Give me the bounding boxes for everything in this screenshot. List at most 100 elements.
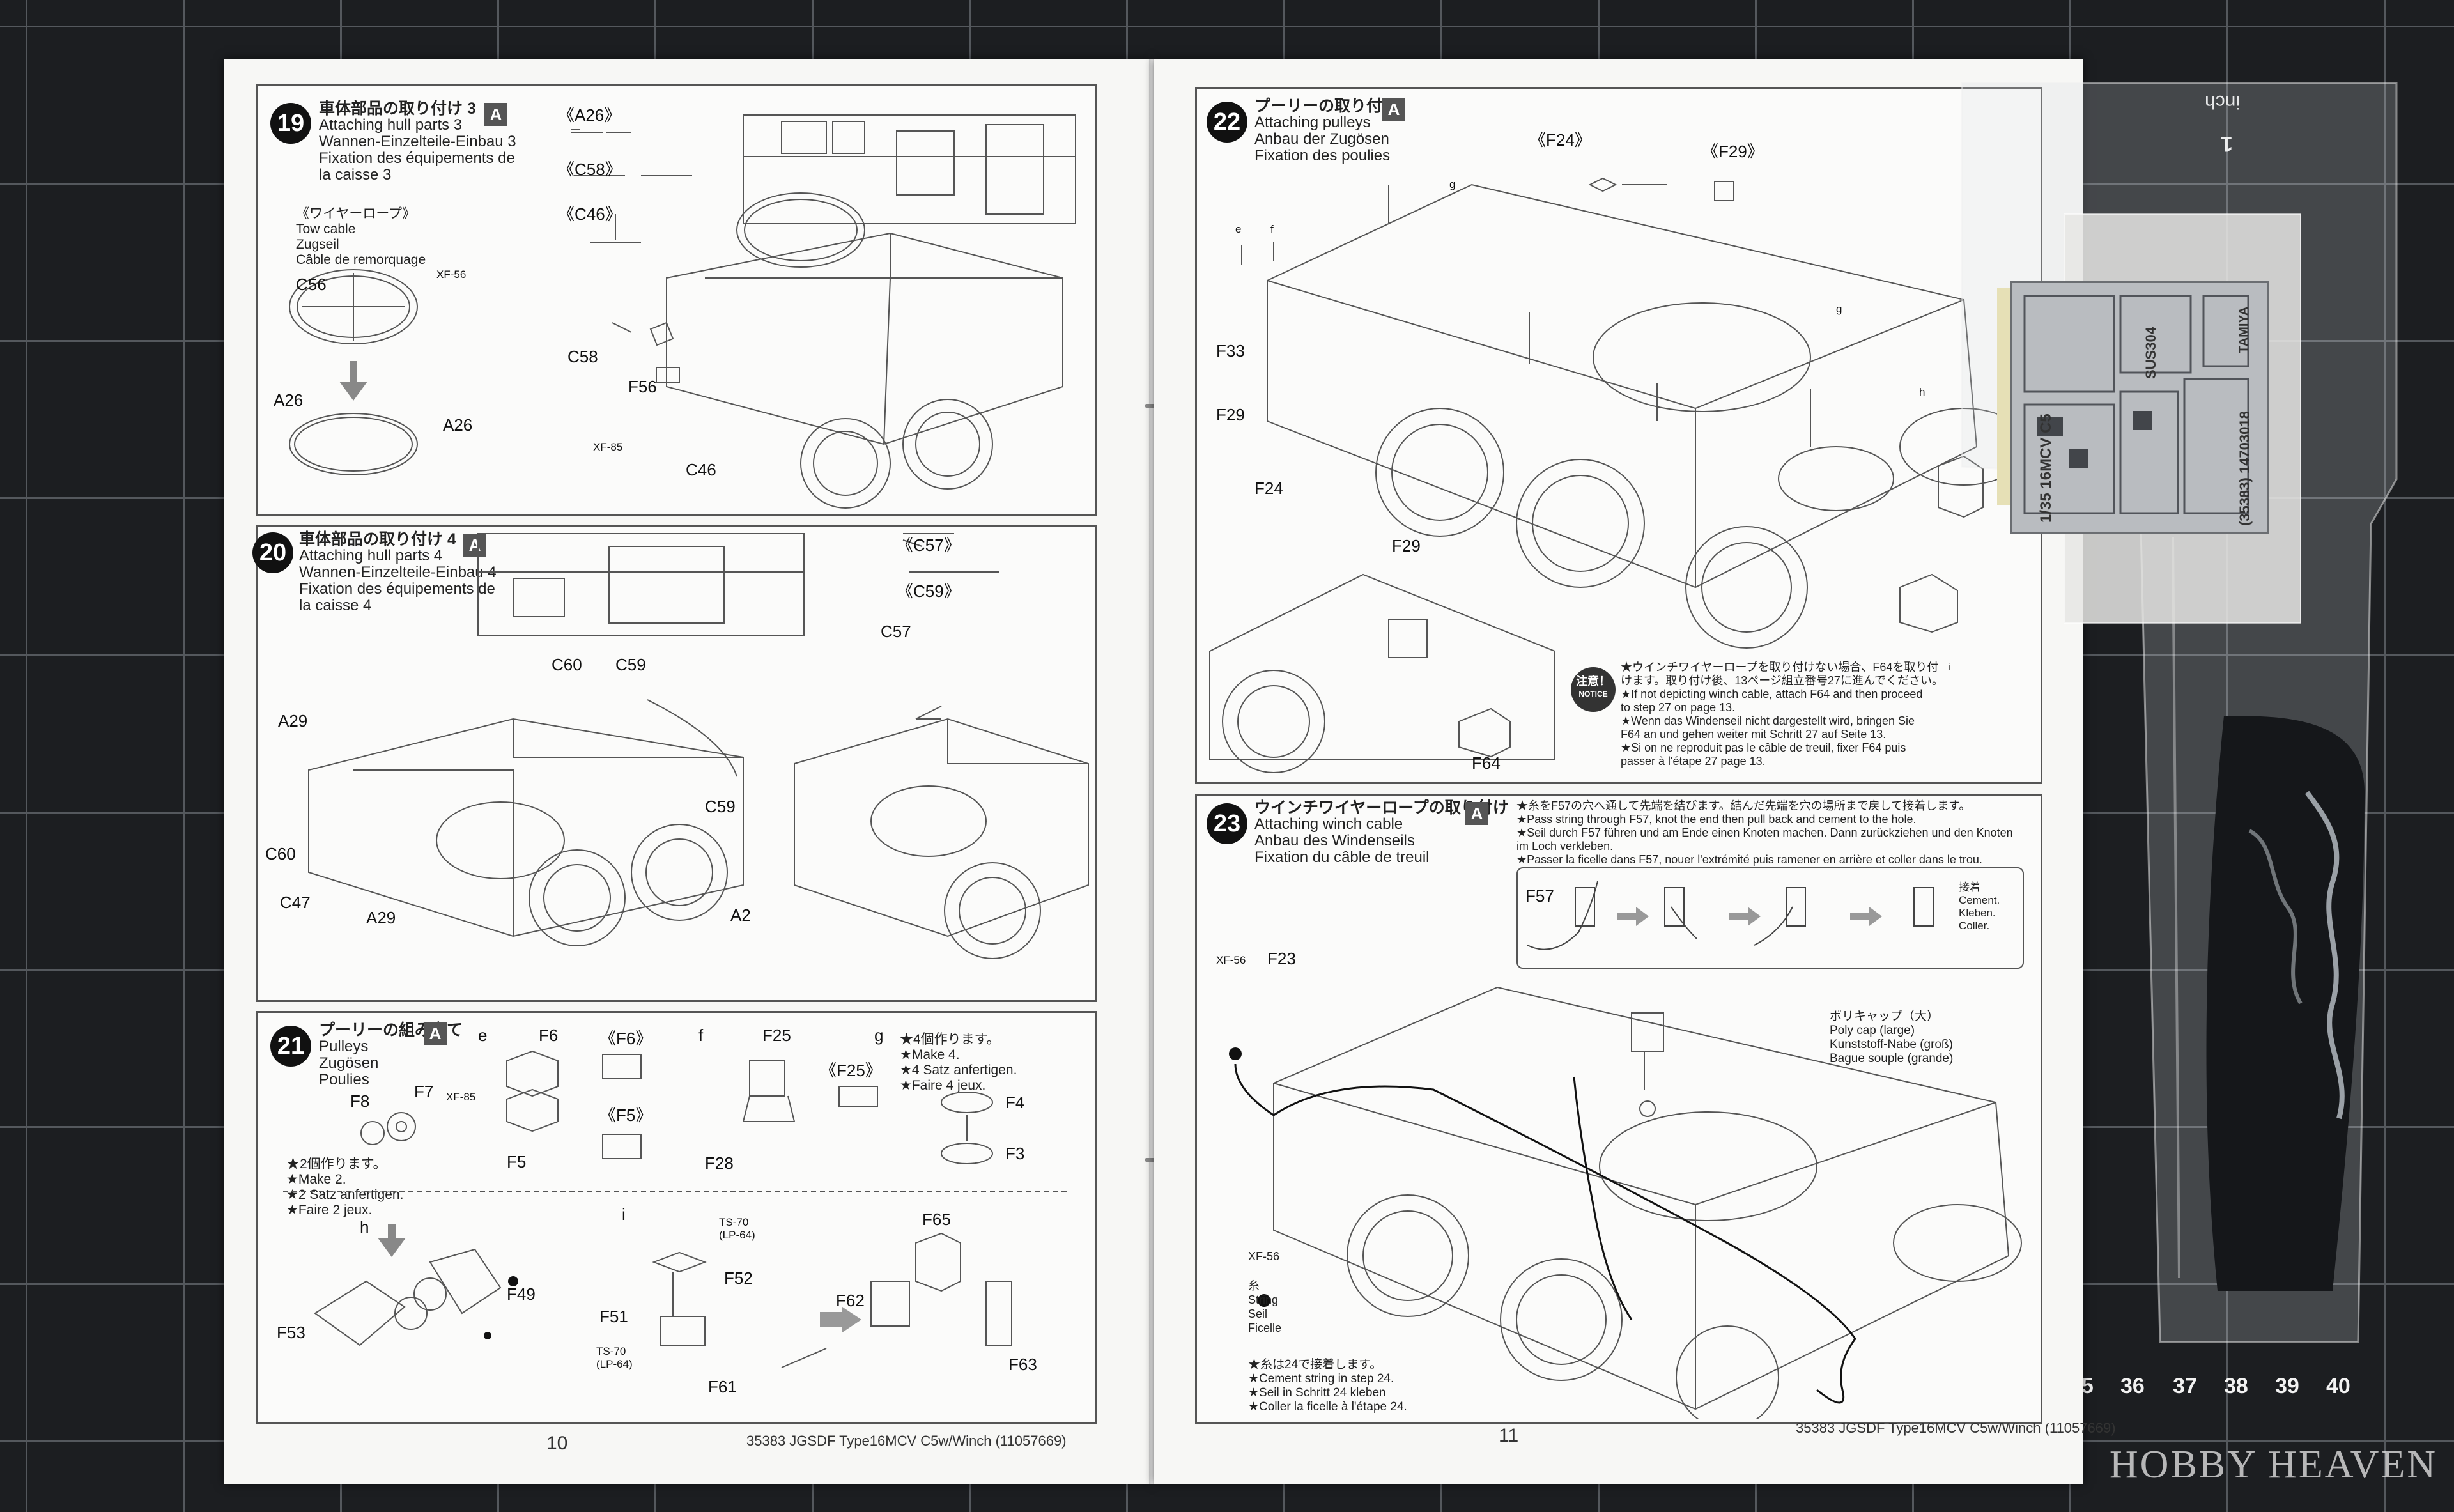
- part-label: 《C58》: [558, 160, 622, 179]
- page-left: 19 車体部品の取り付け 3 Attaching hull parts 3 Wa…: [224, 59, 1150, 1484]
- notice-text: ★ウインチワイヤーロープを取り付けない場合、F64を取り付けます。取り付け後、1…: [1621, 661, 1943, 768]
- part-label: F7: [414, 1082, 434, 1101]
- tag-a: A: [484, 103, 507, 126]
- part-label: C60: [552, 655, 582, 674]
- tag-a: A: [1465, 802, 1488, 825]
- part-label: F52: [724, 1269, 753, 1288]
- part-label: F65: [922, 1210, 951, 1229]
- step-number: 22: [1207, 102, 1247, 143]
- ruler-number: 38: [2224, 1374, 2248, 1398]
- knot-sequence-drawing: [1527, 881, 1934, 950]
- part-label: 《C57》: [897, 536, 961, 555]
- ruler-number: 39: [2275, 1374, 2299, 1398]
- sub-step-label: i: [1948, 661, 1950, 673]
- make-2-note: ★2個作ります。★Make 2. ★2 Satz anfertigen.★Fai…: [286, 1157, 404, 1217]
- part-label: F24: [1254, 479, 1283, 498]
- part-label: F25: [762, 1026, 791, 1045]
- staple: [1145, 1158, 1159, 1162]
- part-label: F56: [628, 377, 657, 396]
- photo-etch-parts: [2023, 295, 2250, 514]
- page-right: 22 プーリーの取り付け Attaching pulleys Anbau der…: [1154, 59, 2116, 1484]
- step-number: 20: [252, 532, 293, 573]
- part-label: 《C46》: [558, 204, 622, 224]
- sub-step-label: f: [698, 1026, 704, 1045]
- step-21-panel: 21 プーリーの組み立て Pulleys Zugösen Poulies A ★…: [256, 1011, 1097, 1424]
- paint-label: TS-70(LP-64): [719, 1216, 755, 1241]
- etch-brand: TAMIYA: [2237, 306, 2251, 353]
- paint-label: XF-56: [436, 268, 467, 281]
- step-22-panel: 22 プーリーの取り付け Attaching pulleys Anbau der…: [1195, 87, 2042, 784]
- staple: [1145, 404, 1159, 408]
- instruction-booklet: 19 車体部品の取り付け 3 Attaching hull parts 3 Wa…: [224, 59, 2116, 1484]
- step-title: 車体部品の取り付け 3 Attaching hull parts 3 Wanne…: [319, 100, 516, 183]
- make-4-note: ★4個作ります。★Make 4. ★4 Satz anfertigen.★Fai…: [900, 1032, 1017, 1093]
- part-label: A26: [443, 415, 473, 435]
- sub-step-label: i: [622, 1205, 626, 1224]
- cement-step-note: ★糸は24で接着します。★Cement string in step 24. ★…: [1248, 1358, 1407, 1414]
- sub-step-label: g: [1836, 303, 1842, 315]
- part-label: F62: [836, 1291, 865, 1310]
- part-label: F4: [1005, 1093, 1025, 1112]
- part-label: 《F29》: [1702, 142, 1764, 161]
- part-label: F51: [599, 1307, 628, 1326]
- part-label: C58: [567, 347, 598, 366]
- step-title: 車体部品の取り付け 4 Attaching hull parts 4 Wanne…: [299, 530, 497, 614]
- sub-step-label: h: [1919, 386, 1925, 398]
- part-label: F64: [1472, 753, 1501, 773]
- step-20-panel: 20 車体部品の取り付け 4 Attaching hull parts 4 Wa…: [252, 525, 1097, 1002]
- sub-step-label: h: [360, 1217, 369, 1237]
- notice-badge: 注意！NOTICE: [1571, 667, 1616, 712]
- part-label: 《C59》: [897, 582, 961, 601]
- sub-step-label: g: [874, 1026, 884, 1045]
- sub-step-label: e: [478, 1026, 488, 1045]
- step-23-drawing: [1229, 986, 2022, 1419]
- ruler-number: 36: [2120, 1374, 2145, 1398]
- step-number: 19: [270, 103, 311, 144]
- tag-a: A: [424, 1022, 447, 1045]
- part-label: C60: [265, 844, 296, 863]
- part-label: C46: [686, 460, 716, 479]
- part-label: A29: [366, 908, 396, 927]
- plastic-bag: [1961, 82, 2398, 1343]
- photo-etch-sheet: 1/35 16MCV C5 (35383) 14703018 SUS304 TA…: [2010, 281, 2269, 534]
- step-23-panel: 23 ウインチワイヤーロープの取り付け Attaching winch cabl…: [1195, 794, 2042, 1424]
- part-label: C56: [296, 275, 327, 294]
- step-19-drawing: [289, 114, 1076, 509]
- step-22-drawing: [1209, 177, 2028, 773]
- etch-text: SUS304: [2143, 327, 2159, 379]
- step-21-drawing: [283, 1050, 1069, 1368]
- part-label: F49: [507, 1284, 536, 1304]
- part-label: F33: [1216, 341, 1245, 360]
- part-label: F53: [277, 1323, 305, 1342]
- booklet-spine: [1149, 59, 1155, 1484]
- part-label: F5: [507, 1152, 527, 1171]
- ruler-number: 37: [2173, 1374, 2197, 1398]
- part-label: F61: [708, 1377, 737, 1396]
- part-label: F23: [1267, 949, 1296, 968]
- tow-cable-label: 《ワイヤーロープ》 Tow cable Zugseil Câble de rem…: [296, 206, 426, 267]
- part-label: 《F24》: [1529, 130, 1591, 150]
- page-number: 10: [546, 1433, 568, 1454]
- watermark: HOBBY HEAVEN: [2109, 1443, 2437, 1486]
- step-number: 21: [270, 1026, 311, 1067]
- paint-label: XF-56: [1216, 954, 1246, 966]
- part-label: C59: [705, 797, 736, 816]
- part-label: F6: [539, 1026, 559, 1045]
- part-label: C47: [280, 893, 311, 912]
- paint-label: TS-70(LP-64): [596, 1345, 633, 1370]
- step-number: 23: [1207, 803, 1247, 844]
- part-label: A2: [730, 906, 751, 925]
- part-label: C59: [615, 655, 646, 674]
- part-label: F63: [1008, 1355, 1037, 1374]
- part-label: 《A26》: [558, 105, 621, 125]
- page-number: 11: [1499, 1425, 1519, 1446]
- part-label: A26: [274, 390, 304, 410]
- part-label: A29: [278, 711, 308, 730]
- sub-step-label: f: [1270, 223, 1274, 235]
- page-footer: 35383 JGSDF Type16MCV C5w/Winch (1105766…: [746, 1433, 1067, 1449]
- step-title: プーリーの取り付け Attaching pulleys Anbau der Zu…: [1254, 97, 1399, 164]
- part-label: 《F25》: [820, 1061, 882, 1080]
- part-label: C57: [881, 622, 911, 641]
- part-label: 《F6》: [599, 1029, 652, 1048]
